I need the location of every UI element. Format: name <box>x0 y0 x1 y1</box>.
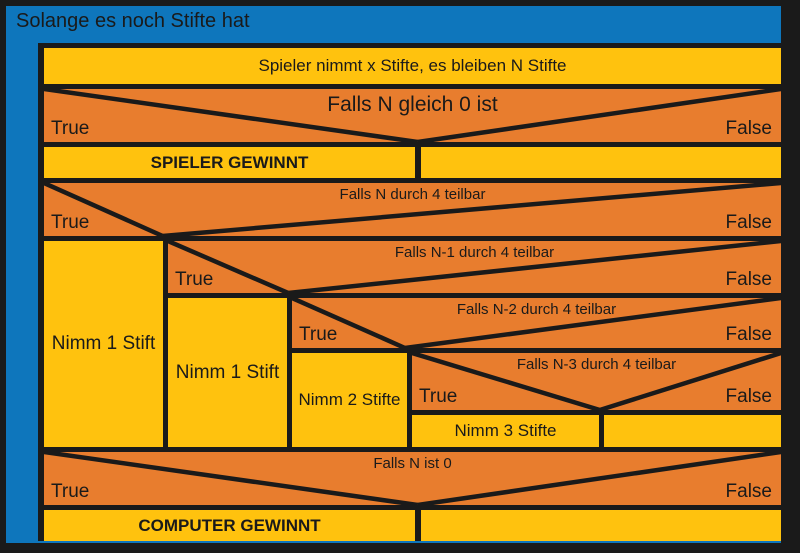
condition-label: Falls N durch 4 teilbar <box>339 186 486 203</box>
false-branch-label: False <box>725 481 772 502</box>
empty-false-branch-top <box>421 147 781 178</box>
loop-title: Solange es noch Stifte hat <box>16 10 250 32</box>
true-branch-label: True <box>299 324 338 345</box>
false-branch-label: False <box>725 324 772 345</box>
empty-false-branch-n3 <box>604 415 781 447</box>
action-take-2-pencils: Nimm 2 Stifte <box>292 353 407 447</box>
condition-n-is-0: Falls N ist 0 True False <box>44 452 781 505</box>
true-branch-label: True <box>51 212 90 233</box>
true-branch-label: True <box>51 118 90 139</box>
condition-label: Falls N-2 durch 4 teilbar <box>456 301 617 318</box>
empty-false-branch-bottom <box>421 510 781 541</box>
outcome-computer-wins: COMPUTER GEWINNT <box>44 510 415 541</box>
outcome-player-wins: SPIELER GEWINNT <box>44 147 415 178</box>
condition-n-equals-0: Falls N gleich 0 ist True False <box>44 89 781 142</box>
action-take-1-pencil-b: Nimm 1 Stift <box>168 298 287 447</box>
true-branch-label: True <box>175 269 214 290</box>
condition-label: Falls N-1 durch 4 teilbar <box>394 244 555 261</box>
true-branch-label: True <box>419 386 458 407</box>
false-branch-label: False <box>725 212 772 233</box>
condition-split-lines <box>412 353 781 410</box>
condition-label: Falls N ist 0 <box>373 455 452 472</box>
action-take-1-pencil-a: Nimm 1 Stift <box>44 241 163 447</box>
false-branch-label: False <box>725 269 772 290</box>
false-branch-label: False <box>725 386 772 407</box>
condition-split-lines <box>168 241 781 293</box>
condition-n3-div4: Falls N-3 durch 4 teilbar True False <box>412 353 781 410</box>
condition-n1-div4: Falls N-1 durch 4 teilbar True False <box>168 241 781 293</box>
condition-split-lines <box>292 298 781 348</box>
loop-body: Spieler nimmt x Stifte, es bleiben N Sti… <box>38 43 781 541</box>
condition-split-lines <box>44 183 781 236</box>
condition-split-lines <box>44 89 781 142</box>
process-player-takes: Spieler nimmt x Stifte, es bleiben N Sti… <box>44 48 781 84</box>
condition-label: Falls N-3 durch 4 teilbar <box>516 356 677 373</box>
condition-split-lines <box>44 452 781 505</box>
condition-n-div4: Falls N durch 4 teilbar True False <box>44 183 781 236</box>
true-branch-label: True <box>51 481 90 502</box>
condition-n2-div4: Falls N-2 durch 4 teilbar True False <box>292 298 781 348</box>
false-branch-label: False <box>725 118 772 139</box>
condition-label: Falls N gleich 0 ist <box>327 93 498 116</box>
action-take-3-pencils: Nimm 3 Stifte <box>412 415 599 447</box>
